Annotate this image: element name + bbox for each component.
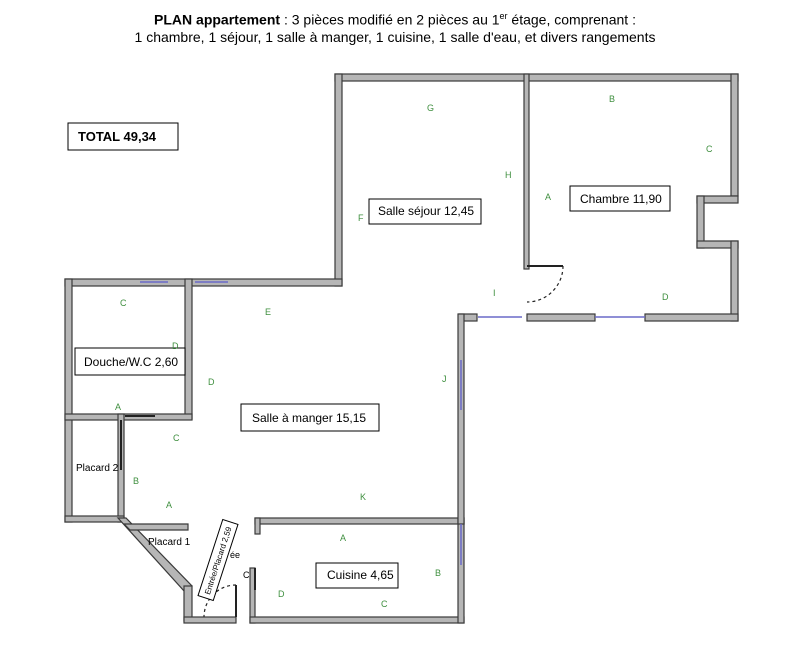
plan-header: PLAN appartement : 3 pièces modifié en 2… [0, 8, 790, 46]
wall-entry-left [183, 585, 193, 622]
wall-sejour-left [334, 73, 343, 287]
room-label-douche: Douche/W.C 2,60 [84, 355, 178, 369]
wall-chambre-bottom-mid [526, 313, 596, 322]
wall-niche-left [696, 195, 705, 249]
letter-cuisine-a: A [340, 533, 346, 543]
wall-sejour-chambre [523, 73, 530, 270]
letter-chambre-d: D [662, 292, 669, 302]
room-box-douche [74, 347, 186, 376]
wall-chambre-bottom-right [644, 313, 739, 322]
room-entree-group: Entrée/Placard 2,59 [197, 518, 239, 602]
letter-chambre-c: C [706, 144, 713, 154]
room-box-sejour [368, 198, 482, 225]
room-label-chambre: Chambre 11,90 [580, 192, 662, 206]
letter-sam-a: A [166, 500, 172, 510]
room-label-salle-manger: Salle à manger 15,15 [252, 411, 366, 425]
header-title-sup: er [499, 11, 508, 21]
letter-cuisine-b: B [435, 568, 441, 578]
header-title-bold: PLAN appartement [154, 11, 281, 28]
room-label-placard1: Placard 1 [148, 537, 191, 548]
letter-entree-c: C [243, 570, 250, 580]
wall-chambre-right-lower [730, 240, 739, 322]
letter-douche-d: D [172, 341, 179, 351]
wall-entry-bottom [183, 616, 237, 624]
wall-chambre-right-upper [730, 73, 739, 197]
wall-cuisine-bottom [249, 616, 465, 624]
header-title-rest: : 3 pièces modifié en 2 pièces au 1 [280, 11, 500, 28]
letter-sejour-h: H [505, 170, 512, 180]
room-label-cuisine: Cuisine 4,65 [327, 568, 394, 582]
letter-chambre-a: A [545, 192, 551, 202]
letter-sejour-g: G [427, 103, 434, 113]
room-label-placard2: Placard 2 [76, 463, 119, 474]
letter-sam-b: B [133, 476, 139, 486]
wall-douche-right [184, 278, 193, 420]
letter-douche-c: C [120, 298, 127, 308]
wall-sam-right [457, 313, 465, 525]
header-line-1: PLAN appartement : 3 pièces modifié en 2… [0, 8, 790, 29]
letter-sejour-i: I [493, 288, 496, 298]
letter-sam-c: C [173, 433, 180, 443]
wall-far-left [64, 278, 73, 523]
header-title-end: étage, comprenant : [507, 11, 636, 28]
letter-sam-e: E [265, 307, 271, 317]
room-label-entree-tail: ée [230, 550, 240, 560]
wall-cuisine-top-stub [254, 517, 261, 535]
windows [140, 281, 645, 565]
wall-placard1-top [122, 523, 189, 531]
room-label-sejour: Salle séjour 12,45 [378, 204, 474, 218]
letter-chambre-b: B [609, 94, 615, 104]
letter-cuisine-d: D [278, 589, 285, 599]
letter-sam-d: D [208, 377, 215, 387]
total-box [67, 122, 179, 151]
wall-placard2-bottom [64, 515, 125, 523]
letter-douche-a: A [115, 402, 121, 412]
door-chambre-swing [526, 265, 564, 303]
room-box-chambre [569, 185, 671, 212]
wall-letters: G H F I B C A D C D A E D J C B A K A B … [115, 94, 713, 609]
letter-sam-k: K [360, 492, 366, 502]
room-box-entree [197, 518, 239, 602]
wall-top [334, 73, 739, 82]
letter-sejour-f: F [358, 213, 364, 223]
header-line-2: 1 chambre, 1 séjour, 1 salle à manger, 1… [134, 28, 656, 45]
total-label: TOTAL 49,34 [78, 129, 157, 144]
letter-cuisine-c: C [381, 599, 388, 609]
wall-cuisine-top [254, 517, 465, 525]
letter-sam-j: J [442, 374, 447, 384]
room-box-salle-manger [240, 403, 380, 432]
room-box-cuisine [315, 562, 399, 589]
